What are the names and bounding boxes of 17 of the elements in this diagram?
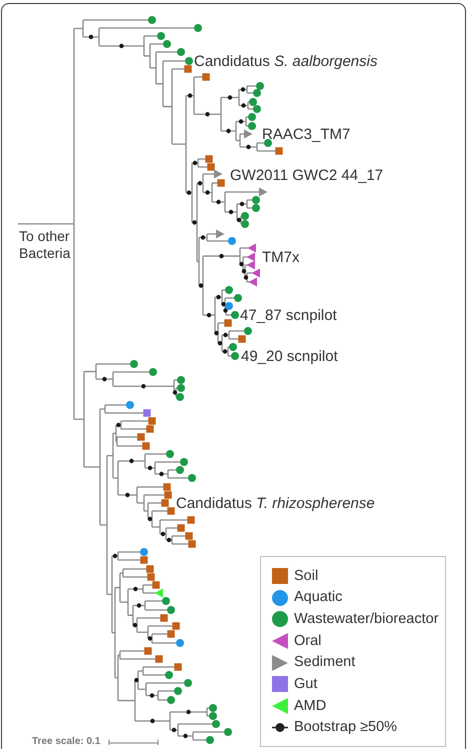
taxon-label: TM7x [262, 250, 300, 264]
legend-label: Oral [294, 634, 322, 648]
legend-label: Sediment [294, 655, 356, 670]
taxon-label: Candidatus T. rhizospherense [176, 496, 375, 510]
legend-label: Aquatic [294, 590, 342, 605]
taxon-label: Candidatus S. aalborgensis [194, 54, 378, 68]
legend-label: Wastewater/bioreactor [294, 612, 439, 626]
taxon-label: GW2011 GWC2 44_17 [230, 168, 384, 182]
root-label: To other Bacteria [19, 228, 72, 262]
scale-label: Tree scale: 0.1 [32, 736, 100, 748]
taxon-label: RAAC3_TM7 [262, 126, 350, 142]
legend-label: Soil [294, 568, 318, 584]
legend-label: Bootstrap ≥50% [294, 720, 398, 735]
taxon-label: 47_87 scnpilot [240, 308, 337, 322]
legend-label: AMD [294, 698, 326, 714]
taxon-label: 49_20 scnpilot [241, 348, 338, 364]
legend-label: Gut [294, 677, 318, 692]
